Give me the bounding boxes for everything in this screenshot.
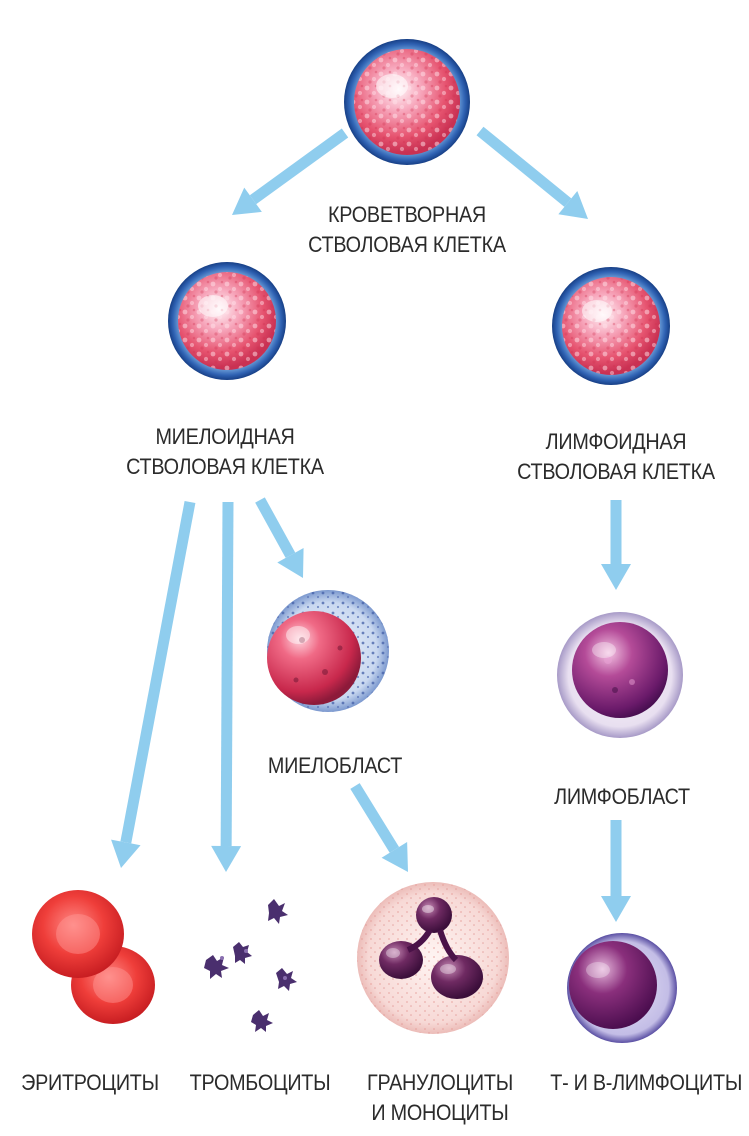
label-line: КРОВЕТВОРНАЯ — [308, 200, 506, 230]
granulocyte-cell-icon — [357, 882, 509, 1034]
label-line: ТРОМБОЦИТЫ — [188, 1068, 332, 1098]
label-line: МИЕЛОБЛАСТ — [263, 751, 407, 781]
arrow-shaft — [253, 133, 345, 200]
hematopoietic-stem-cell-icon — [344, 39, 470, 165]
arrow-shaft — [260, 500, 290, 555]
label-line: Т- И В-ЛИМФОЦИТЫ — [550, 1068, 735, 1098]
thrombocytes-label: ТРОМБОЦИТЫ — [188, 1068, 332, 1098]
myeloid-stem-cell-label: МИЕЛОИДНАЯ СТВОЛОВАЯ КЛЕТКА — [126, 422, 324, 482]
label-line: СТВОЛОВАЯ КЛЕТКА — [126, 452, 324, 482]
lymphocyte-cell-icon — [567, 933, 677, 1043]
arrow-shaft — [480, 131, 568, 203]
arrow-shaft — [355, 786, 394, 850]
arrow-lymphoblast-to-lymphocytes — [601, 820, 631, 922]
arrow-myeloid-to-thrombocytes — [211, 502, 241, 872]
erythrocytes-label: ЭРИТРОЦИТЫ — [18, 1068, 162, 1098]
label-line: ЛИМФОИДНАЯ — [517, 427, 715, 457]
arrow-shaft — [226, 502, 228, 846]
red-blood-cells-icon — [32, 890, 155, 1024]
arrow-lymphoid-to-lymphoblast — [601, 500, 631, 590]
arrow-myeloid-to-myeloblast — [260, 500, 304, 578]
lymphoid-stem-cell-icon — [552, 267, 670, 385]
granulocytes-label: ГРАНУЛОЦИТЫ И МОНОЦИТЫ — [364, 1068, 517, 1128]
label-line: И МОНОЦИТЫ — [364, 1098, 517, 1128]
arrow-myeloid-to-erythrocytes — [111, 502, 190, 868]
myeloid-stem-cell-icon — [168, 262, 286, 380]
lymphoblast-cell-icon — [557, 612, 683, 738]
label-line: МИЕЛОИДНАЯ — [126, 422, 324, 452]
arrow-head — [111, 840, 140, 868]
hematopoietic-stem-cell-label: КРОВЕТВОРНАЯ СТВОЛОВАЯ КЛЕТКА — [308, 200, 506, 260]
label-line: СТВОЛОВАЯ КЛЕТКА — [308, 230, 506, 260]
platelets-icon — [204, 899, 297, 1032]
arrow-head — [601, 896, 631, 922]
lymphoid-stem-cell-label: ЛИМФОИДНАЯ СТВОЛОВАЯ КЛЕТКА — [517, 427, 715, 487]
myeloblast-label: МИЕЛОБЛАСТ — [263, 751, 407, 781]
arrow-myeloblast-to-granulocytes — [355, 786, 408, 872]
label-line: ЭРИТРОЦИТЫ — [18, 1068, 162, 1098]
arrow-head — [211, 846, 241, 872]
label-line: ЛИМФОБЛАСТ — [550, 782, 694, 812]
myeloblast-cell-icon — [267, 590, 389, 712]
arrow-shaft — [126, 502, 190, 842]
lymphoblast-label: ЛИМФОБЛАСТ — [550, 782, 694, 812]
arrow-head — [601, 564, 631, 590]
label-line: СТВОЛОВАЯ КЛЕТКА — [517, 457, 715, 487]
label-line: ГРАНУЛОЦИТЫ — [364, 1068, 517, 1098]
lymphocytes-label: Т- И В-ЛИМФОЦИТЫ — [550, 1068, 735, 1098]
